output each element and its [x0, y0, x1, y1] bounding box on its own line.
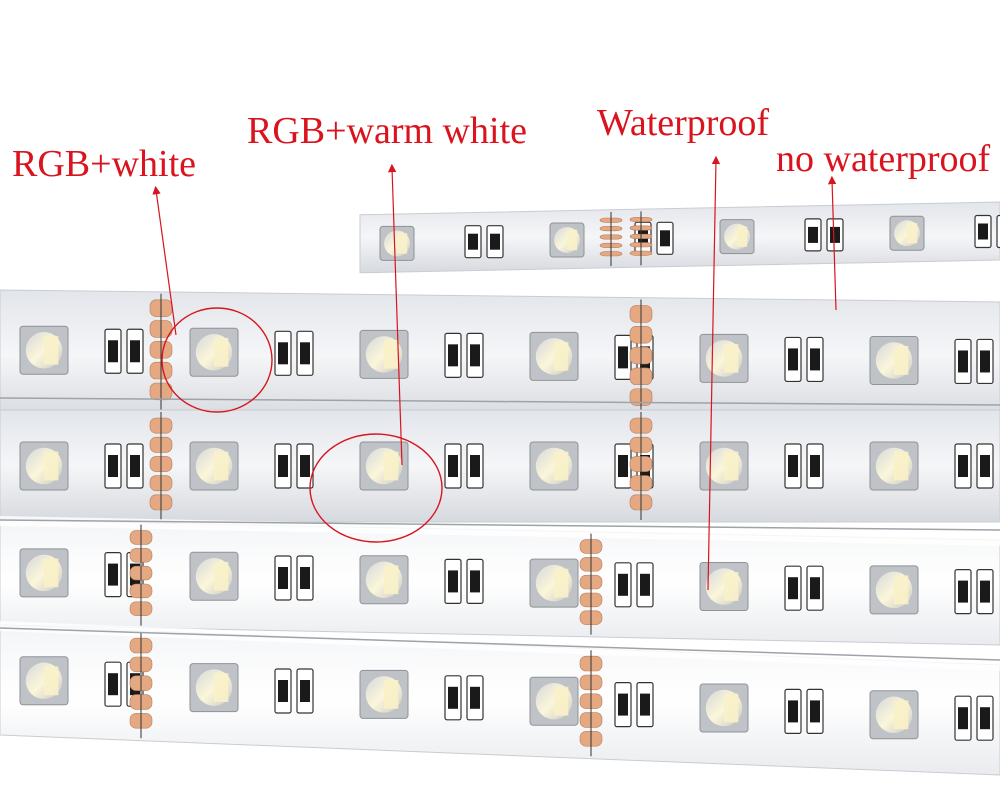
arrow-waterproof [707, 155, 721, 591]
label-waterproof: Waterproof [597, 102, 770, 144]
strip-waterproof-1 [0, 516, 1000, 646]
led-strips [0, 201, 1000, 776]
strip-rgbww [0, 409, 1000, 523]
annotation-marks [152, 155, 837, 591]
arrow-rgbw [152, 185, 177, 336]
strip-rgbw [0, 289, 1000, 423]
label-rgb-warm-white: RGB+warm white [247, 110, 528, 152]
highlight-circle-rgbww [309, 433, 443, 543]
strip-back [359, 201, 1000, 274]
highlight-circle-rgbw [161, 307, 273, 413]
label-rgb-white: RGB+white [12, 143, 196, 185]
arrow-rgbww [387, 163, 403, 466]
arrow-no-waterproof [827, 175, 837, 311]
label-no-waterproof: no waterproof [776, 138, 991, 180]
resistor [996, 214, 1000, 249]
strip-waterproof-2 [0, 621, 1000, 776]
